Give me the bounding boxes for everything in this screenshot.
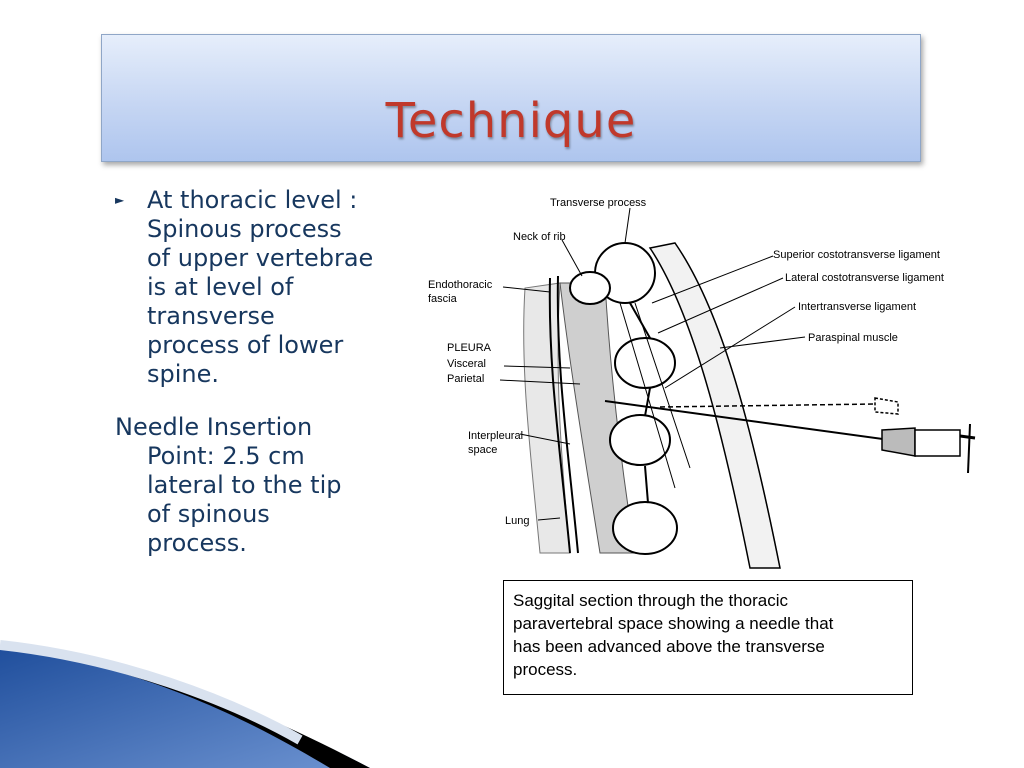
bullet-line: process of lower bbox=[147, 331, 344, 359]
costotransverse-ligaments bbox=[619, 302, 691, 489]
bullet-line: transverse bbox=[147, 302, 275, 330]
label-endothoracic-fascia: Endothoracic bbox=[428, 279, 493, 291]
label-intertransverse: Intertransverse ligament bbox=[798, 301, 916, 313]
needle-distance: 2.5 cm bbox=[222, 442, 305, 470]
caption-line: has been advanced above the transverse bbox=[513, 637, 825, 656]
syringe-barrel bbox=[914, 429, 961, 457]
bullet-line: spine. bbox=[147, 360, 220, 388]
label-interpleural-space: Interpleural bbox=[468, 430, 523, 442]
needle-previous-position bbox=[659, 403, 876, 408]
figure-caption: Saggital section through the thoracic pa… bbox=[503, 580, 913, 695]
caption-line: paravertebral space showing a needle tha… bbox=[513, 614, 834, 633]
bullet-line: At thoracic level : bbox=[147, 186, 358, 214]
bullet-item: ► At thoracic level : Spinous process of… bbox=[115, 186, 415, 389]
needle-insertion-paragraph: Needle Insertion Point: 2.5 cm lateral t… bbox=[115, 413, 415, 558]
transverse-process-4 bbox=[612, 501, 678, 555]
needle-line: lateral to the tip bbox=[147, 471, 342, 499]
label-transverse-process: Transverse process bbox=[550, 197, 647, 209]
label-pleura: PLEURA bbox=[447, 342, 492, 354]
caption-line: Saggital section through the thoracic bbox=[513, 591, 789, 610]
triangle-bullet-icon: ► bbox=[115, 193, 125, 207]
bullet-line: Spinous process bbox=[147, 215, 342, 243]
label-paraspinal-muscle: Paraspinal muscle bbox=[808, 332, 898, 344]
needle-hub bbox=[881, 427, 916, 457]
syringe-plunger-end bbox=[967, 423, 971, 474]
transverse-process-2 bbox=[614, 337, 676, 389]
needle-line: process. bbox=[147, 529, 247, 557]
label-lung: Lung bbox=[505, 515, 529, 527]
label-interpleural-space-2: space bbox=[468, 444, 497, 456]
needle-shaft bbox=[604, 400, 913, 444]
corner-swoosh-decoration bbox=[0, 640, 370, 768]
visceral-pleura-line bbox=[548, 277, 571, 554]
transverse-process-3 bbox=[609, 414, 671, 466]
body-text: ► At thoracic level : Spinous process of… bbox=[115, 186, 415, 558]
intertransverse-ligament bbox=[629, 302, 651, 504]
needle-hub-dashed bbox=[874, 397, 899, 415]
slide-title: Technique bbox=[385, 93, 637, 149]
syringe-plunger bbox=[959, 434, 976, 440]
parietal-pleura-line bbox=[556, 275, 579, 554]
leader-lines bbox=[499, 207, 806, 521]
neck-of-rib bbox=[569, 271, 611, 305]
label-neck-of-rib: Neck of rib bbox=[513, 231, 566, 243]
bullet-line: is at level of bbox=[147, 273, 294, 301]
label-superior-costotransverse: Superior costotransverse ligament bbox=[773, 249, 940, 261]
label-endothoracic-fascia-2: fascia bbox=[428, 293, 458, 305]
lung-region bbox=[523, 282, 571, 554]
needle-line: Point: 2.5 cm bbox=[115, 442, 415, 471]
needle-label: Needle Insertion bbox=[115, 413, 313, 441]
muscle-border bbox=[674, 242, 781, 569]
needle-label-point: Point: bbox=[147, 442, 215, 470]
caption-line: process. bbox=[513, 660, 578, 679]
label-lateral-costotransverse: Lateral costotransverse ligament bbox=[785, 272, 944, 284]
bullet-line: of upper vertebrae bbox=[147, 244, 374, 272]
label-parietal: Parietal bbox=[447, 373, 484, 385]
diagram-labels: Transverse process Neck of rib Endothora… bbox=[428, 197, 944, 527]
needle-line: of spinous bbox=[147, 500, 270, 528]
title-box: Technique bbox=[101, 34, 921, 162]
label-visceral: Visceral bbox=[447, 358, 486, 370]
paravertebral-diagram: Transverse process Neck of rib Endothora… bbox=[428, 197, 976, 569]
